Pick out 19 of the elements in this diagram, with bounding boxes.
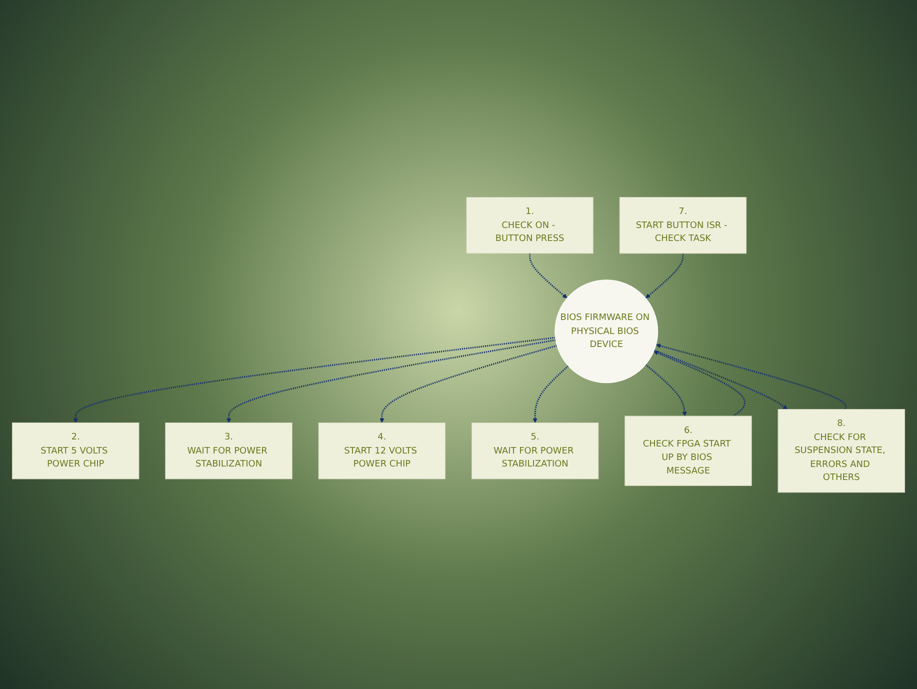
node-box: 6. CHECK FPGA START UP BY BIOS MESSAGE bbox=[624, 415, 752, 486]
node-box: 7. START BUTTON ISR - CHECK TASK bbox=[619, 196, 747, 254]
arrow bbox=[226, 338, 556, 423]
arrow bbox=[656, 343, 846, 409]
arrow bbox=[532, 365, 569, 423]
arrow bbox=[73, 336, 556, 423]
arrow bbox=[380, 344, 558, 423]
node-box: 2. START 5 VOLTS POWER CHIP bbox=[12, 422, 140, 479]
node-box: 8. CHECK FOR SUSPENSION STATE, ERRORS AND OTHERS bbox=[778, 408, 906, 492]
arrow bbox=[645, 364, 687, 416]
arrow bbox=[654, 349, 788, 410]
node-circle: BIOS FIRMWARE ON PHYSICAL BIOS DEVICE bbox=[554, 279, 658, 383]
node-box: 3. WAIT FOR POWER STABILIZATION bbox=[165, 422, 292, 479]
arrow bbox=[529, 253, 568, 298]
arrow bbox=[646, 253, 684, 298]
node-box: 1. CHECK ON - BUTTON PRESS bbox=[466, 196, 594, 254]
arrow bbox=[654, 350, 746, 416]
node-box: 5. WAIT FOR POWER STABILIZATION bbox=[471, 422, 599, 479]
node-box: 4. START 12 VOLTS POWER CHIP bbox=[318, 422, 446, 479]
